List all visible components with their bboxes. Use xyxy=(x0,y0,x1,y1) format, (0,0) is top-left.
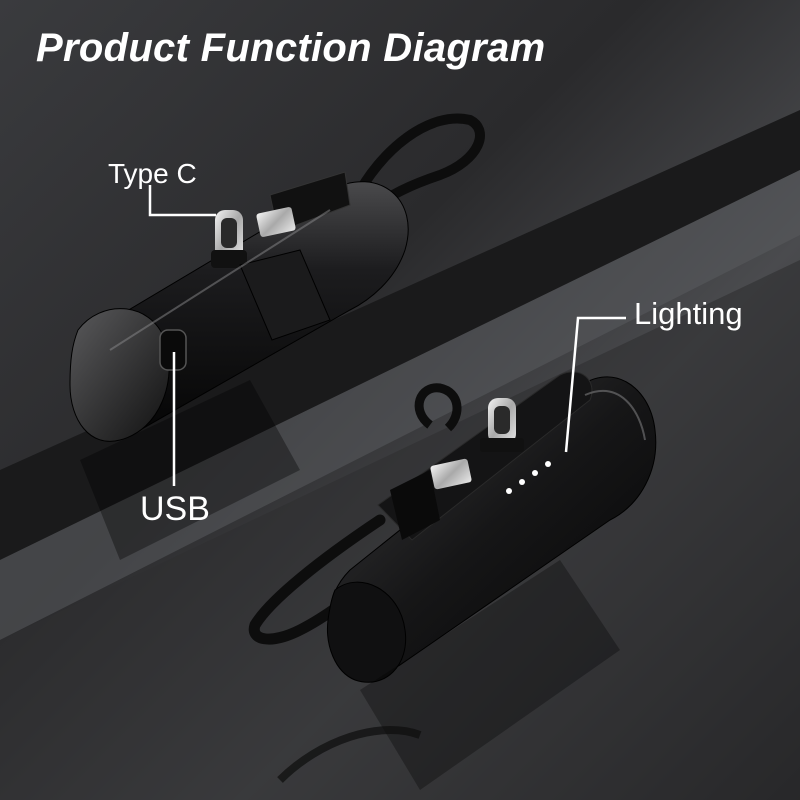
power-bank-left xyxy=(69,113,485,560)
lightning-connector-right xyxy=(430,458,472,490)
label-lighting: Lighting xyxy=(634,296,743,331)
end-cap-left xyxy=(69,308,170,442)
callout-line-lighting xyxy=(564,316,626,453)
label-type-c: Type C xyxy=(108,158,197,189)
diagram-title: Product Function Diagram xyxy=(36,26,546,70)
label-usb: USB xyxy=(140,490,210,528)
lightning-connector-left xyxy=(256,207,296,237)
led-indicators xyxy=(506,461,551,494)
power-bank-right xyxy=(248,371,657,790)
lanyard-strap-left xyxy=(350,113,485,215)
background-stripe xyxy=(0,110,800,560)
callout-line-type-c xyxy=(148,185,216,217)
